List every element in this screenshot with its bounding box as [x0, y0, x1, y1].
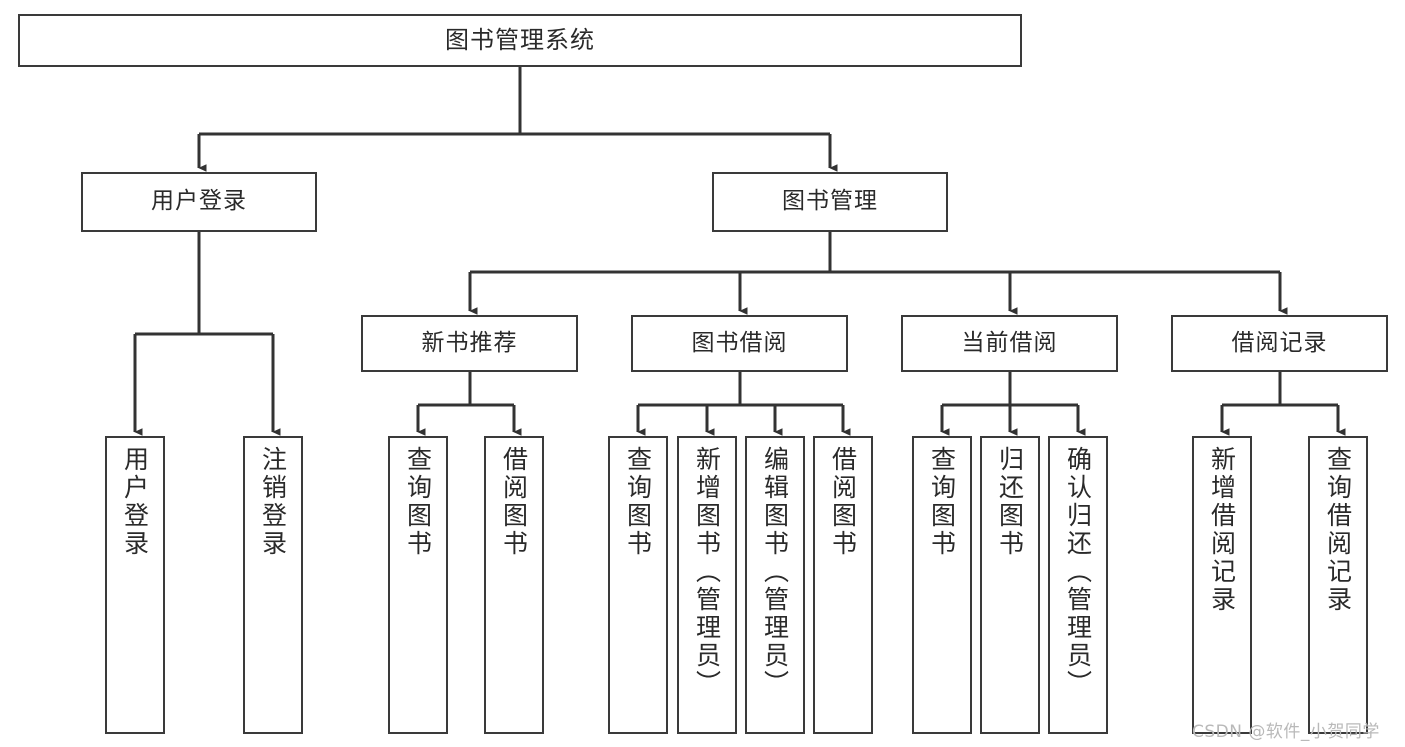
leaf-confirm-return-label: 确认归还（管理员） [1063, 446, 1093, 698]
leaf-confirm-return[interactable]: 确认归还（管理员） [1048, 436, 1108, 734]
leaf-query-book-3-label: 查询图书 [927, 446, 957, 558]
node-book-management-label: 图书管理 [782, 188, 878, 215]
leaf-return-book-label: 归还图书 [995, 446, 1025, 558]
node-current-borrow-label: 当前借阅 [961, 329, 1058, 356]
node-current-borrow[interactable]: 当前借阅 [901, 315, 1118, 372]
node-borrow-record[interactable]: 借阅记录 [1171, 315, 1388, 372]
leaf-add-book-label: 新增图书（管理员） [692, 446, 722, 698]
leaf-edit-book[interactable]: 编辑图书（管理员） [745, 436, 805, 734]
node-root[interactable]: 图书管理系统 [18, 14, 1022, 67]
leaf-query-book-2-label: 查询图书 [623, 446, 653, 558]
leaf-add-borrow-record-label: 新增借阅记录 [1207, 446, 1237, 614]
watermark-text: CSDN @软件_小贺同学 [1192, 722, 1380, 742]
leaf-user-login-label: 用户登录 [120, 446, 150, 558]
leaf-query-book-3[interactable]: 查询图书 [912, 436, 972, 734]
leaf-borrow-book-2[interactable]: 借阅图书 [813, 436, 873, 734]
node-book-borrow[interactable]: 图书借阅 [631, 315, 848, 372]
node-borrow-record-label: 借阅记录 [1231, 329, 1328, 356]
leaf-borrow-book-1-label: 借阅图书 [499, 446, 529, 558]
leaf-add-borrow-record[interactable]: 新增借阅记录 [1192, 436, 1252, 734]
leaf-query-book-1-label: 查询图书 [403, 446, 433, 558]
node-root-label: 图书管理系统 [445, 26, 595, 55]
node-book-management[interactable]: 图书管理 [712, 172, 948, 232]
node-new-book-recommend[interactable]: 新书推荐 [361, 315, 578, 372]
leaf-add-book[interactable]: 新增图书（管理员） [677, 436, 737, 734]
node-user-login-label: 用户登录 [151, 188, 247, 215]
leaf-query-book-2[interactable]: 查询图书 [608, 436, 668, 734]
leaf-edit-book-label: 编辑图书（管理员） [760, 446, 790, 698]
leaf-user-login[interactable]: 用户登录 [105, 436, 165, 734]
leaf-user-logout-label: 注销登录 [258, 446, 288, 558]
leaf-query-borrow-record[interactable]: 查询借阅记录 [1308, 436, 1368, 734]
leaf-query-borrow-record-label: 查询借阅记录 [1323, 446, 1353, 614]
node-book-borrow-label: 图书借阅 [691, 329, 788, 356]
leaf-borrow-book-1[interactable]: 借阅图书 [484, 436, 544, 734]
leaf-return-book[interactable]: 归还图书 [980, 436, 1040, 734]
leaf-user-logout[interactable]: 注销登录 [243, 436, 303, 734]
node-user-login[interactable]: 用户登录 [81, 172, 317, 232]
node-new-book-recommend-label: 新书推荐 [421, 329, 518, 356]
leaf-borrow-book-2-label: 借阅图书 [828, 446, 858, 558]
leaf-query-book-1[interactable]: 查询图书 [388, 436, 448, 734]
